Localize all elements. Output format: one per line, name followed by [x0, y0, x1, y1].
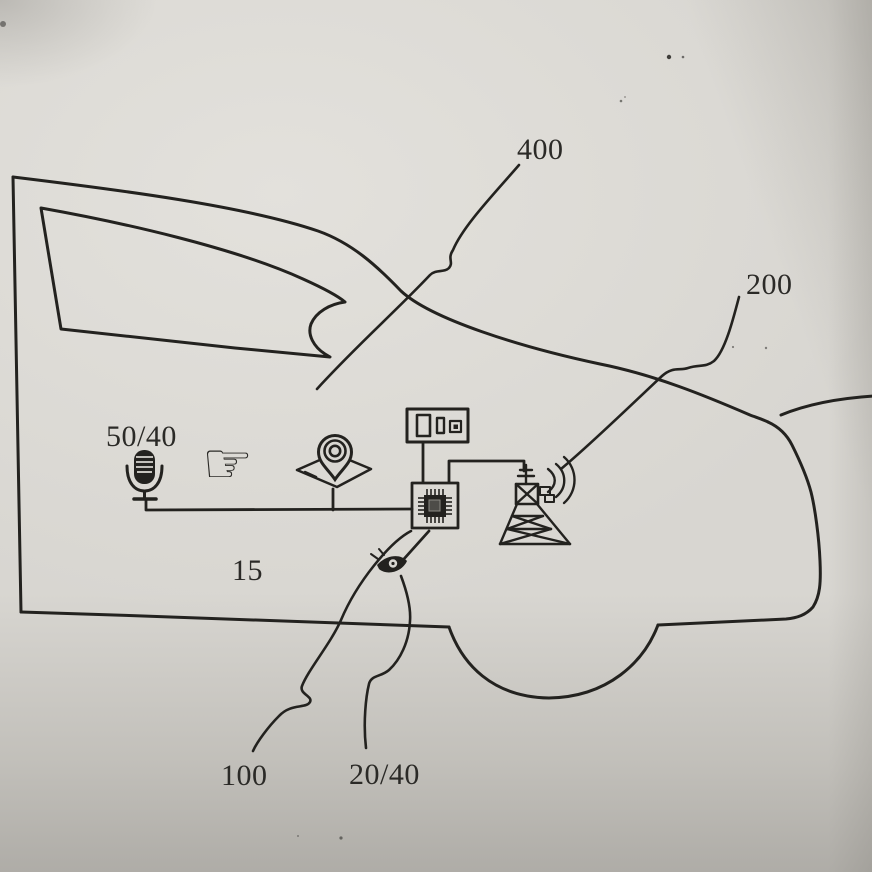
- leader-line-400: [315, 163, 521, 391]
- leader-line-20-40: [363, 574, 412, 750]
- ref-label-400: 400: [517, 133, 564, 166]
- ref-label-15: 15: [232, 554, 263, 587]
- signal-waves-icon: [546, 455, 576, 505]
- ref-label-100: 100: [221, 759, 268, 792]
- windshield-curve: [779, 394, 872, 417]
- door-front-edge: [11, 175, 23, 614]
- ref-label-200: 200: [746, 268, 793, 301]
- hand-pointer-icon: ☞: [202, 431, 254, 497]
- car-roof-hood-line: [11, 175, 770, 424]
- car-bottom-line: [19, 610, 451, 629]
- leader-line-200: [559, 295, 741, 471]
- antenna-tower-icon: [498, 455, 576, 546]
- bus-line: [144, 497, 414, 512]
- paper-specks: [0, 21, 768, 840]
- display-icon: [405, 407, 470, 444]
- leader-line-100: [251, 529, 413, 753]
- car-body-outline: [11, 175, 872, 700]
- car-front-profile: [656, 420, 822, 627]
- cpu-antenna-connector: [447, 459, 526, 484]
- connector-lines: [144, 441, 526, 562]
- ref-label-20-40: 20/40: [349, 758, 420, 791]
- map-pin-icon: [295, 434, 373, 489]
- ref-label-50-40: 50/40: [106, 420, 177, 453]
- microphone-icon: [125, 450, 164, 501]
- eye-icon: [370, 548, 407, 573]
- cpu-eye-connector: [401, 529, 431, 562]
- front-wheel-arch: [447, 623, 660, 700]
- cpu-icon: [410, 481, 460, 530]
- door-window-outline: [39, 206, 347, 359]
